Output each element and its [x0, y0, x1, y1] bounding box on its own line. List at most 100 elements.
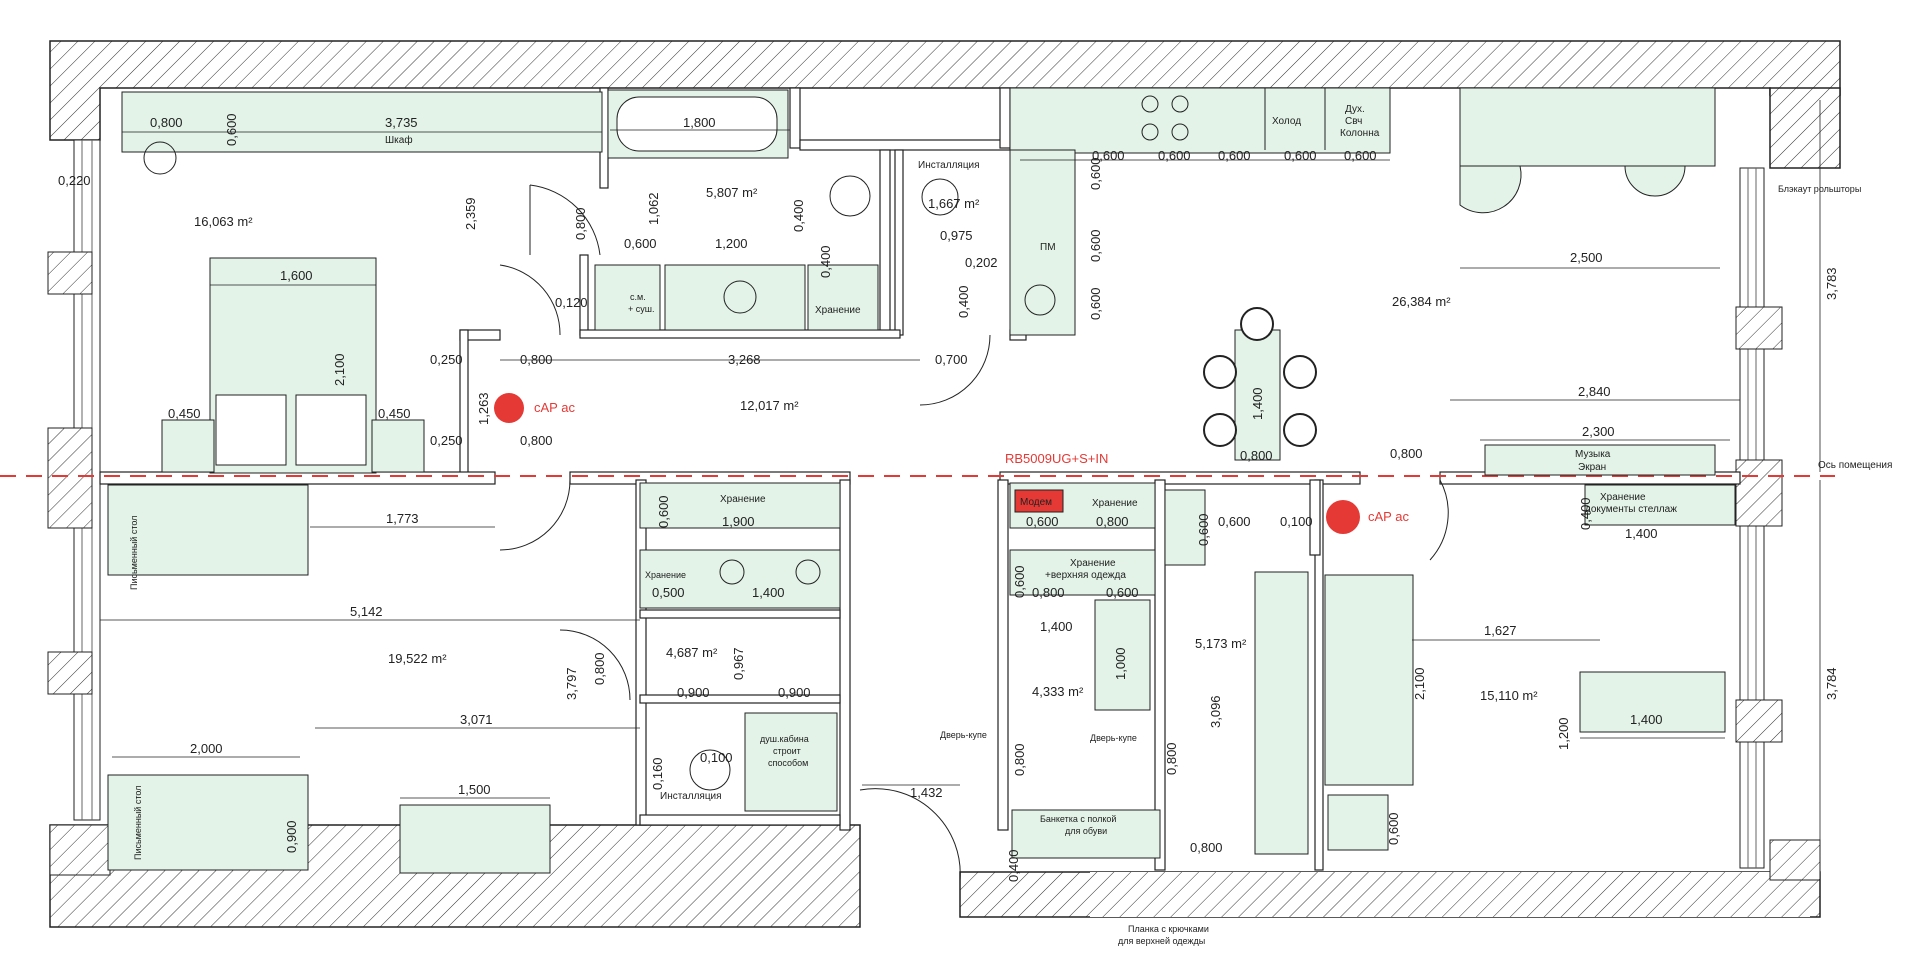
dim-0400d: 0,400 [1578, 497, 1593, 530]
label-fridge: Холод [1272, 116, 1301, 127]
label-oven-1: Дух. [1345, 104, 1365, 115]
cabinet-desk [1579, 671, 1726, 733]
music-screen-unit [1484, 444, 1716, 476]
dim-0100a: 0,100 [1280, 514, 1313, 529]
area-bedroom: 16,063 m² [194, 214, 253, 229]
label-bench-1: Банкетка с полкой [1040, 814, 1116, 824]
sofa-living [1459, 87, 1716, 167]
room-areas: 16,063 m² 5,807 m² 1,667 m² 12,017 m² 26… [194, 185, 1538, 703]
area-hall: 12,017 m² [740, 398, 799, 413]
dim-3783: 3,783 [1824, 267, 1839, 300]
dim-1800: 1,800 [683, 115, 716, 130]
dimension-lines [100, 100, 1821, 870]
door-swings [499, 184, 1449, 881]
area-wardrobe: 5,173 m² [1195, 636, 1247, 651]
dim-0900b: 0,900 [778, 685, 811, 700]
dim-0800c: 0,800 [520, 352, 553, 367]
dim-k0600d: 0,600 [1284, 148, 1317, 163]
dim-0800k: 0,800 [1164, 742, 1179, 775]
label-storage-entrance: Хранение [1092, 498, 1138, 509]
label-oven-3: Колонна [1340, 128, 1380, 139]
kitchen-side-run [1009, 149, 1076, 336]
label-shower-2: строит [773, 746, 801, 756]
dim-3735: 3,735 [385, 115, 418, 130]
storage-hall [639, 482, 841, 529]
dim-3797: 3,797 [564, 667, 579, 700]
dim-k0600g: 0,600 [1088, 229, 1103, 262]
dim-0800b: 0,800 [573, 207, 588, 240]
dim-k0600c: 0,600 [1218, 148, 1251, 163]
label-shower-3: способом [768, 758, 808, 768]
dim-k0600h: 0,600 [1088, 287, 1103, 320]
label-door-coupe1: Дверь-купе [940, 730, 987, 740]
bench [1011, 809, 1161, 859]
sideboard [1327, 794, 1389, 851]
area-children-room: 19,522 m² [388, 651, 447, 666]
dim-5142: 5,142 [350, 604, 383, 619]
dim-0800a: 0,800 [150, 115, 183, 130]
dim-0800d: 0,800 [520, 433, 553, 448]
label-modem: Модем [1020, 497, 1052, 508]
dim-3071: 3,071 [460, 712, 493, 727]
sofa-cabinet [1324, 574, 1414, 786]
bath-storage [807, 264, 879, 331]
dim-0800j: 0,800 [1012, 743, 1027, 776]
label-washer-2: + суш. [628, 304, 654, 314]
desk1 [107, 484, 309, 576]
label-hooks-2: для верхней одежды [1118, 936, 1205, 946]
dim-k0600b: 0,600 [1158, 148, 1191, 163]
dim-0600e: 0,600 [1012, 565, 1027, 598]
dim-1400e: 1,400 [1630, 712, 1663, 727]
dim-1200a: 1,200 [715, 236, 748, 251]
dim-2840: 2,840 [1578, 384, 1611, 399]
dim-1263: 1,263 [476, 392, 491, 425]
dim-0600g: 0,600 [1196, 513, 1211, 546]
dim-1200b: 1,200 [1556, 717, 1571, 750]
dim-k0600f: 0,600 [1088, 157, 1103, 190]
dim-0600b: 0,600 [624, 236, 657, 251]
dim-1627: 1,627 [1484, 623, 1517, 638]
shower-cabin [744, 712, 838, 812]
area-living-kitchen: 26,384 m² [1392, 294, 1451, 309]
area-bathroom2: 4,687 m² [666, 645, 718, 660]
dim-0450b: 0,450 [378, 406, 411, 421]
label-axis: Ось помещения [1818, 460, 1892, 471]
label-documents-2: документы стеллаж [1585, 504, 1677, 515]
dim-0800e: 0,800 [1240, 448, 1273, 463]
dim-0800h: 0,800 [1032, 585, 1065, 600]
interior-walls [99, 87, 1741, 871]
dim-2500: 2,500 [1570, 250, 1603, 265]
dim-1900: 1,900 [722, 514, 755, 529]
dim-0120: 0,120 [555, 295, 588, 310]
dim-0600g-b: 0,600 [1218, 514, 1251, 529]
label-installation1: Инсталляция [918, 160, 980, 171]
area-entrance: 4,333 m² [1032, 684, 1084, 699]
label-ac1: cAP ac [534, 400, 575, 415]
label-bench-2: для обуви [1065, 826, 1107, 836]
dim-0600d: 0,600 [1026, 514, 1059, 529]
dim-0250a: 0,250 [430, 352, 463, 367]
dim-2100a: 2,100 [332, 353, 347, 386]
documents-rack [1584, 484, 1736, 526]
dim-0220: 0,220 [58, 173, 91, 188]
dim-1773: 1,773 [386, 511, 419, 526]
sofa-children [399, 804, 551, 874]
coats-storage [1009, 549, 1156, 596]
area-cabinet: 15,110 m² [1480, 688, 1538, 703]
coats-rack [1094, 599, 1151, 711]
dim-0967: 0,967 [731, 647, 746, 680]
outer-walls [47, 40, 1841, 928]
area-bathroom: 5,807 m² [706, 185, 758, 200]
dim-2300: 2,300 [1582, 424, 1615, 439]
dim-0600c: 0,600 [656, 495, 671, 528]
wardrobe-small [1164, 489, 1206, 566]
furniture [107, 87, 1736, 874]
label-desk1: Письменный стол [129, 516, 139, 590]
dim-0400e: 0,400 [1006, 849, 1021, 882]
dim-0400b: 0,400 [818, 245, 833, 278]
label-documents-1: Хранение [1600, 492, 1646, 503]
nightstand-right [371, 419, 425, 473]
dim-0600f: 0,600 [1106, 585, 1139, 600]
label-washer-1: с.м. [630, 292, 646, 302]
